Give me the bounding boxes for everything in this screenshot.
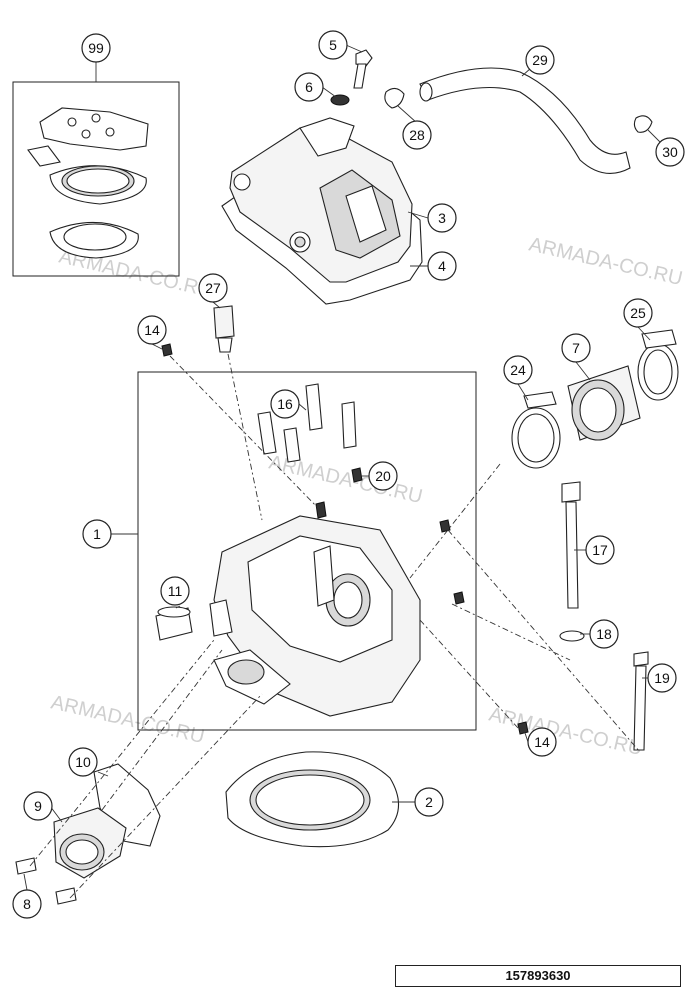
cylinder-head — [209, 515, 421, 717]
callout-8: 8 — [12, 889, 42, 919]
callout-25: 25 — [623, 298, 653, 328]
watermark-bottom-right: ARMADA-CO.RU — [487, 703, 645, 760]
bolt-and-washer — [330, 49, 373, 106]
svg-text:28: 28 — [409, 127, 425, 143]
cylinder-head-frame — [137, 371, 477, 731]
callout-5: 5 — [318, 30, 348, 60]
head-gasket — [225, 751, 400, 848]
gasket-kit — [27, 107, 149, 259]
svg-text:25: 25 — [630, 305, 646, 321]
svg-text:14: 14 — [144, 322, 160, 338]
valve-cover-group — [221, 117, 423, 305]
leader-lines — [23, 44, 671, 891]
svg-text:17: 17 — [592, 542, 608, 558]
intake-group — [511, 329, 679, 469]
callout-27: 27 — [198, 273, 228, 303]
temperature-sensor — [213, 305, 235, 353]
svg-text:16: 16 — [277, 396, 293, 412]
callouts: 99 5 6 29 28 30 3 4 27 14 25 7 24 16 20 … — [12, 30, 685, 919]
callout-30: 30 — [655, 137, 685, 167]
callout-11: 11 — [160, 576, 190, 606]
svg-text:29: 29 — [532, 52, 548, 68]
watermark-bottom-left: ARMADA-CO.RU — [49, 691, 207, 748]
watermark-top-right: ARMADA-CO.RU — [527, 233, 685, 290]
screws-and-studs — [161, 343, 529, 735]
callout-9: 9 — [23, 791, 53, 821]
callout-4: 4 — [427, 251, 457, 281]
bushing — [155, 606, 193, 641]
callout-16: 16 — [270, 389, 300, 419]
svg-text:30: 30 — [662, 144, 678, 160]
document-number: 157893630 — [395, 965, 681, 987]
svg-text:20: 20 — [375, 468, 391, 484]
svg-text:24: 24 — [510, 362, 526, 378]
callout-20: 20 — [368, 461, 398, 491]
callout-3: 3 — [427, 203, 457, 233]
svg-text:10: 10 — [75, 754, 91, 770]
alignment-lines — [29, 353, 641, 899]
svg-text:3: 3 — [438, 210, 446, 226]
svg-text:6: 6 — [305, 79, 313, 95]
svg-text:5: 5 — [329, 37, 337, 53]
svg-text:8: 8 — [23, 896, 31, 912]
long-bolts — [559, 481, 649, 751]
callout-14-top: 14 — [137, 315, 167, 345]
callout-17: 17 — [585, 535, 615, 565]
exhaust-flange-group — [15, 763, 161, 905]
callout-18: 18 — [589, 619, 619, 649]
callout-1: 1 — [82, 519, 112, 549]
svg-text:19: 19 — [654, 670, 670, 686]
svg-text:14: 14 — [534, 734, 550, 750]
svg-text:9: 9 — [34, 798, 42, 814]
svg-text:1: 1 — [93, 526, 101, 542]
breather-hose-group — [384, 67, 653, 174]
callout-6: 6 — [294, 72, 324, 102]
svg-text:99: 99 — [88, 40, 104, 56]
callout-19: 19 — [647, 663, 677, 693]
callout-99: 99 — [81, 33, 111, 63]
svg-text:7: 7 — [572, 340, 580, 356]
svg-text:4: 4 — [438, 258, 446, 274]
svg-text:27: 27 — [205, 280, 221, 296]
callout-24: 24 — [503, 355, 533, 385]
callout-2: 2 — [414, 787, 444, 817]
valve-guides — [257, 383, 357, 463]
callout-7: 7 — [561, 333, 591, 363]
svg-text:18: 18 — [596, 626, 612, 642]
callout-10: 10 — [68, 747, 98, 777]
callout-14-bottom: 14 — [527, 727, 557, 757]
callout-29: 29 — [525, 45, 555, 75]
svg-text:2: 2 — [425, 794, 433, 810]
callout-28: 28 — [402, 120, 432, 150]
svg-text:11: 11 — [168, 583, 183, 599]
